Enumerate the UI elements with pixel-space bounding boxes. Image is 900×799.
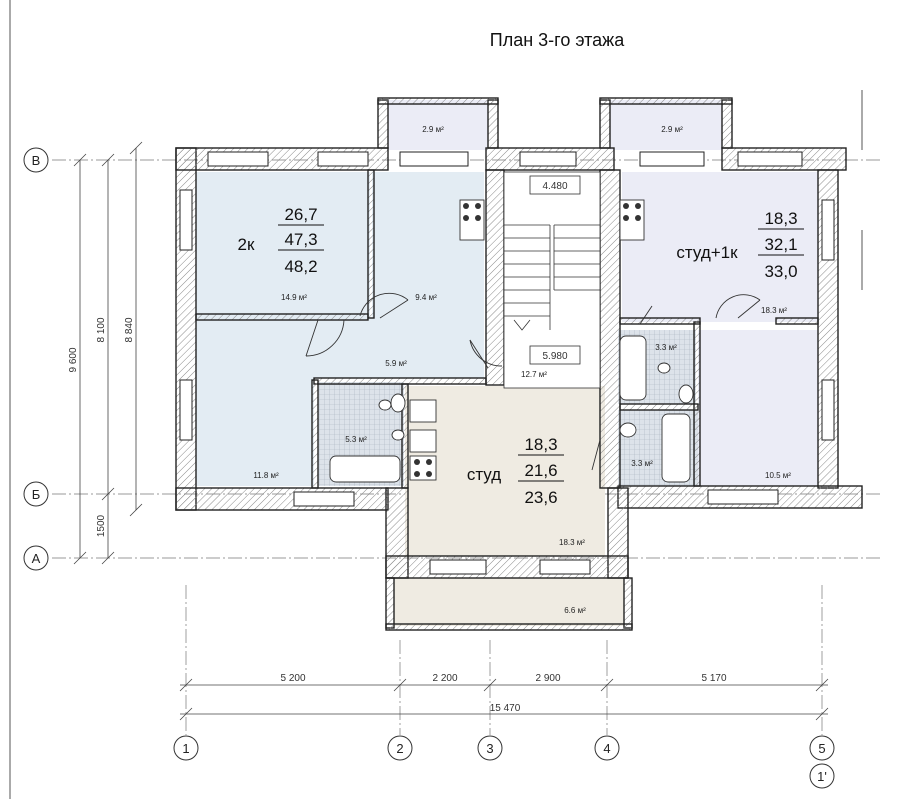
horizontal-dimensions: [179, 678, 829, 721]
balcony-left: [388, 100, 488, 150]
apt-2k-type: 2к: [238, 235, 255, 254]
area-stair-landing: 12.7 м²: [521, 370, 547, 379]
room-2k-bedroom: [196, 318, 314, 486]
windows: [179, 151, 835, 575]
level-upper: 4.480: [542, 181, 567, 192]
axis-label-3: 3: [486, 741, 493, 756]
area-2k-bedroom: 11.8 м²: [253, 471, 279, 480]
dim-9600: 9 600: [68, 347, 79, 372]
apt-stud-total: 21,6: [524, 461, 557, 480]
vertical-dimensions: [73, 141, 143, 565]
dim-2200: 2 200: [432, 673, 457, 684]
area-stud1k-bath: 3.3 м²: [655, 343, 677, 352]
apt-stud1k-gross: 33,0: [764, 262, 797, 281]
axis-label-4: 4: [603, 741, 610, 756]
room-stud1k-main: [622, 172, 818, 322]
stove-burners: [414, 203, 641, 477]
axis-label-b: Б: [32, 487, 41, 502]
area-2k-hall: 5.9 м²: [385, 359, 407, 368]
axis-label-a: А: [32, 551, 41, 566]
apt-stud-type: студ: [467, 465, 501, 484]
apt-stud-living: 18,3: [524, 435, 557, 454]
area-balcony-left: 2.9 м²: [422, 125, 444, 134]
apt-stud1k-living: 18,3: [764, 209, 797, 228]
room-stud1k-bedroom: [698, 330, 818, 486]
area-2k-kitchen: 9.4 м²: [415, 293, 437, 302]
apt-stud-gross: 23,6: [524, 488, 557, 507]
area-stud1k-main: 18.3 м²: [761, 306, 787, 315]
dim-1500: 1500: [96, 514, 107, 537]
dim-5200: 5 200: [280, 673, 305, 684]
area-loggia: 6.6 м²: [564, 606, 586, 615]
grid-columns: [185, 585, 823, 735]
axis-label-v: В: [32, 153, 41, 168]
apt-2k-gross: 48,2: [284, 257, 317, 276]
dim-8100: 8 100: [96, 317, 107, 342]
plan-title: План 3-го этажа: [490, 30, 625, 50]
dim-5170: 5 170: [701, 673, 726, 684]
area-2k-living: 14.9 м²: [281, 293, 307, 302]
room-2k-living: [196, 172, 370, 318]
level-box: [529, 175, 581, 195]
apt-stud1k-type: студ+1к: [676, 243, 738, 262]
apt-stud1k-total: 32,1: [764, 235, 797, 254]
apt-2k-living: 26,7: [284, 205, 317, 224]
room-stud: [405, 386, 605, 556]
loggia: [394, 578, 624, 626]
dim-8840: 8 840: [124, 317, 135, 342]
area-balcony-right: 2.9 м²: [661, 125, 683, 134]
level-lower: 5.980: [542, 351, 567, 362]
apt-2k-total: 47,3: [284, 230, 317, 249]
axis-label-2: 2: [396, 741, 403, 756]
axis-label-5: 5: [818, 741, 825, 756]
dim-2900: 2 900: [535, 673, 560, 684]
balcony-right: [610, 100, 722, 150]
axis-label-1: 1: [182, 741, 189, 756]
area-stud-main: 18.3 м²: [559, 538, 585, 547]
area-stud-bath: 3.3 м²: [631, 459, 653, 468]
axis-bubbles: [23, 147, 835, 789]
room-2k-hall: [314, 318, 484, 378]
area-2k-bath: 5.3 м²: [345, 435, 367, 444]
doors: [305, 292, 761, 471]
level-box: [529, 345, 581, 365]
area-stud1k-bedroom: 10.5 м²: [765, 471, 791, 480]
axis-label-1prime: 1': [817, 769, 827, 784]
dim-15470: 15 470: [490, 703, 521, 714]
